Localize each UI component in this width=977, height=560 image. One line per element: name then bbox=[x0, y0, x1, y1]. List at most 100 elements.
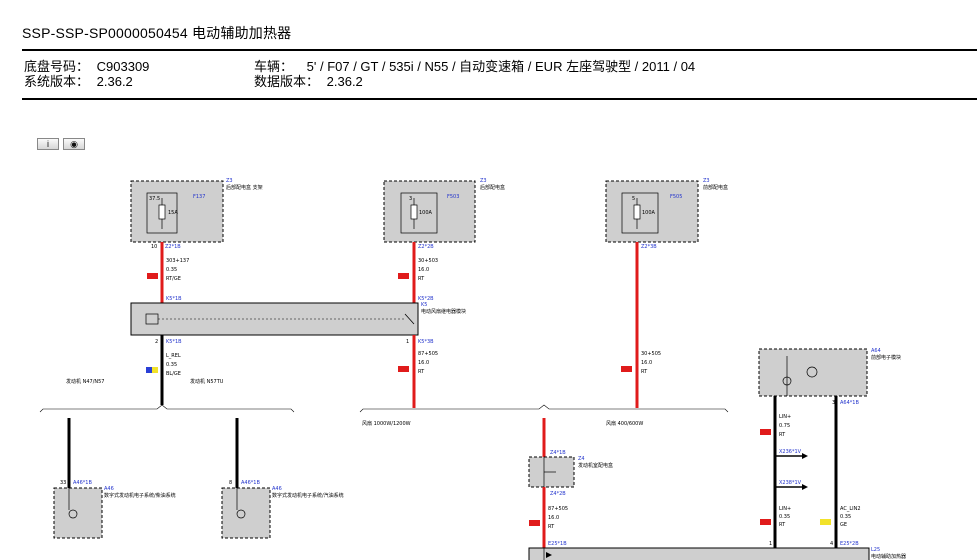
dme2-id-link[interactable]: A46 bbox=[272, 486, 282, 492]
view-button[interactable]: ◉ bbox=[63, 138, 85, 150]
fan-right-label: 风扇 400/600W bbox=[606, 420, 643, 427]
wire9-id: AC_LIN2 bbox=[840, 506, 861, 512]
wire5-id: 87+505 bbox=[418, 351, 438, 357]
fuse2-ref-link[interactable]: F503 bbox=[447, 194, 459, 200]
heater-pin-right: 4 bbox=[830, 541, 833, 547]
relay-conn-top2-link[interactable]: K5*2B bbox=[418, 296, 434, 302]
relay-conn-bot1-link[interactable]: K5*1B bbox=[166, 339, 182, 345]
fuse1-ref-link[interactable]: F137 bbox=[193, 194, 205, 200]
dataver-label: 数据版本： bbox=[254, 74, 320, 89]
engine-left-label: 发动机 N47/N57 bbox=[66, 378, 104, 385]
dme2-desc: 数字式发动机电子系统/汽油系统 bbox=[272, 492, 344, 499]
sysver-value: 2.36.2 bbox=[96, 74, 133, 89]
fuse3-zone-link[interactable]: Z3 bbox=[703, 178, 710, 184]
fuse-box-2: 3 100A F503 Z3 后部配电盒 Z2*2B bbox=[383, 178, 505, 250]
relay-module: K5 电动风扇继电器模块 2 K5*1B 1 K5*3B bbox=[130, 302, 466, 345]
relay-pin-right: 1 bbox=[406, 339, 409, 345]
dme-module-1: 33 A46*1B A46 数字式发动机电子系统/柴油系统 bbox=[53, 418, 176, 539]
z4-id-link[interactable]: Z4 bbox=[578, 456, 585, 462]
wire2-size: 16.0 bbox=[418, 267, 429, 273]
front-module-pin: 3 bbox=[832, 400, 835, 406]
vehicle-value: 5' / F07 / GT / 535i / N55 / 自动变速箱 / EUR… bbox=[306, 59, 696, 74]
info-button[interactable]: i bbox=[37, 138, 59, 150]
fuse1-rating: 15A bbox=[168, 210, 178, 216]
dme1-pin: 33 bbox=[60, 480, 66, 486]
relay-desc: 电动风扇继电器模块 bbox=[421, 308, 466, 315]
fuse3-rating: 100A bbox=[642, 210, 656, 216]
wire6-id: 87+505 bbox=[548, 506, 568, 512]
relay-conn-bot2-link[interactable]: K5*3B bbox=[418, 339, 434, 345]
sysver-label: 系统版本： bbox=[24, 74, 90, 89]
wire7-color: RT bbox=[779, 432, 786, 438]
dme2-pin: 8 bbox=[229, 480, 232, 486]
relay-conn-top-link[interactable]: K5*1B bbox=[166, 296, 182, 302]
wire-red-1: 303+137 0.35 RT/GE K5*1B bbox=[147, 242, 189, 303]
header-rule-top bbox=[22, 49, 977, 51]
fuse1-conn-link[interactable]: Z2*1B bbox=[165, 244, 181, 250]
chassis-label: 底盘号码： bbox=[24, 59, 90, 74]
fuse3-conn-link[interactable]: Z2*3B bbox=[641, 244, 657, 250]
header-rule-bottom bbox=[22, 98, 977, 100]
vehicle-row: 车辆： 5' / F07 / GT / 535i / N55 / 自动变速箱 /… bbox=[254, 59, 695, 74]
fuse2-desc: 后部配电盒 bbox=[480, 184, 505, 191]
wire5-size: 16.0 bbox=[418, 360, 429, 366]
wire9-color: GE bbox=[840, 522, 847, 528]
fuse3-desc: 前部配电盒 bbox=[703, 184, 728, 191]
wire8-id: LIN+ bbox=[779, 506, 791, 512]
front-module-conn-link[interactable]: A64*1B bbox=[840, 400, 859, 406]
dme2-conn-link[interactable]: A46*1B bbox=[241, 480, 260, 486]
front-module-desc: 前部电子模块 bbox=[871, 354, 901, 361]
wire4-color: BL/GE bbox=[166, 371, 181, 377]
connector2-link[interactable]: X238*1V bbox=[779, 480, 802, 486]
wire-red-3: 30+505 16.0 RT bbox=[621, 242, 661, 408]
wire8-size: 0.35 bbox=[779, 514, 790, 520]
heater-desc: 电动辅助加热器 bbox=[871, 553, 906, 560]
wire1-id: 303+137 bbox=[166, 258, 189, 264]
fuse3-num: 5 bbox=[632, 196, 635, 202]
dme1-id-link[interactable]: A46 bbox=[104, 486, 114, 492]
fuse-z4: Z4*1B Z4 发动机室配电盒 Z4*2B 87+505 16.0 RT E2… bbox=[528, 418, 613, 548]
wire2-id: 30+503 bbox=[418, 258, 438, 264]
dme1-conn-link[interactable]: A46*1B bbox=[73, 480, 92, 486]
fuse3-ref-link[interactable]: F505 bbox=[670, 194, 682, 200]
wire6-size: 16.0 bbox=[548, 515, 559, 521]
wire-black-relay-out: L_REL 0.35 BL/GE 发动机 N47/N57 发动机 N57TU bbox=[39, 335, 295, 413]
wire7-id: LIN+ bbox=[779, 414, 791, 420]
fuse2-zone-link[interactable]: Z3 bbox=[480, 178, 487, 184]
wire8-color: RT bbox=[779, 522, 786, 528]
fuse1-num: 37.5 bbox=[149, 196, 160, 202]
relay-id-link[interactable]: K5 bbox=[421, 302, 427, 308]
wire2-color: RT bbox=[418, 276, 425, 282]
z4-desc: 发动机室配电盒 bbox=[578, 462, 613, 469]
dataver-value: 2.36.2 bbox=[326, 74, 363, 89]
fuse1-pin: 10 bbox=[151, 244, 157, 250]
diagram-toolbar: i ◉ bbox=[37, 138, 85, 150]
front-module-id-link[interactable]: A64 bbox=[871, 348, 881, 354]
chassis-value: C903309 bbox=[96, 59, 150, 74]
wire9-size: 0.35 bbox=[840, 514, 851, 520]
fuse2-conn-link[interactable]: Z2*2B bbox=[418, 244, 434, 250]
aux-heater: 1 4 E25*2B L25 电动辅助加热器 bbox=[528, 541, 906, 560]
z4-conn-top-link[interactable]: Z4*1B bbox=[550, 450, 566, 456]
heater-conn-link[interactable]: E25*2B bbox=[840, 541, 859, 547]
wire-red-relay-out: 87+505 16.0 RT 风扇 1000W/1200W 风扇 400/600… bbox=[359, 335, 729, 427]
wire4-id: L_REL bbox=[166, 353, 181, 359]
fuse1-zone-link[interactable]: Z3 bbox=[226, 178, 233, 184]
wire3-size: 16.0 bbox=[641, 360, 652, 366]
heater-conn2-link[interactable]: E25*1B bbox=[548, 541, 567, 547]
z4-conn-bot-link[interactable]: Z4*2B bbox=[550, 491, 566, 497]
fan-left-label: 风扇 1000W/1200W bbox=[362, 420, 411, 427]
relay-pin-left: 2 bbox=[155, 339, 158, 345]
heater-id-link[interactable]: L25 bbox=[871, 547, 880, 553]
fuse-box-3: 5 100A F505 Z3 前部配电盒 Z2*3B bbox=[605, 178, 728, 250]
wire3-color: RT bbox=[641, 369, 648, 375]
wire4-size: 0.35 bbox=[166, 362, 177, 368]
eye-icon: ◉ bbox=[70, 139, 78, 149]
heater-pin-left: 1 bbox=[769, 541, 772, 547]
page-title: SSP-SSP-SP0000050454 电动辅助加热器 bbox=[22, 25, 292, 41]
fuse-box-1: 37.5 15A F137 Z3 后部配电盒 支架 10 Z2*1B bbox=[130, 178, 263, 250]
wire6-color: RT bbox=[548, 524, 555, 530]
wire7-size: 0.75 bbox=[779, 423, 790, 429]
connector1-link[interactable]: X236*1V bbox=[779, 449, 802, 455]
